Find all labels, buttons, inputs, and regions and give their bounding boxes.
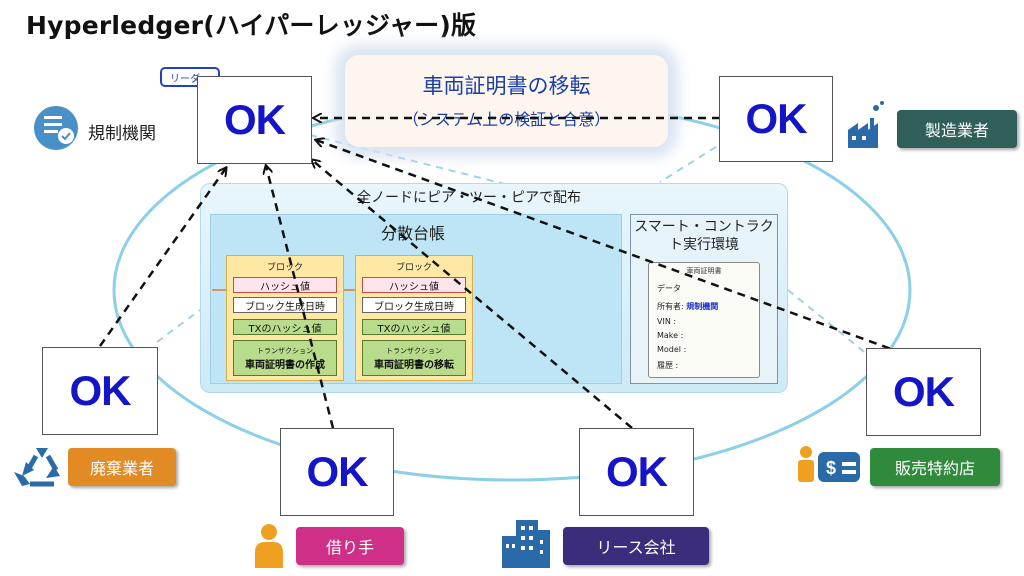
transaction-label: トランザクション <box>386 346 442 355</box>
dealer-label: 販売特約店 <box>870 448 1000 486</box>
smart-contract-title: スマート・コントラクト実行環境 <box>634 219 774 253</box>
checklist-icon <box>34 106 78 150</box>
block-hash: ハッシュ値 <box>362 277 466 293</box>
transaction-value: 車両証明書の作成 <box>245 359 325 371</box>
page-title: Hyperledger(ハイパーレッジャー)版 <box>26 11 477 40</box>
regulator-label: 規制機関 <box>88 124 156 144</box>
person-icon <box>255 524 283 568</box>
block-timestamp: ブロック生成日時 <box>362 297 466 313</box>
certificate-history: 履歴 : <box>657 361 679 370</box>
tx-hash: TXのハッシュ値 <box>233 319 337 335</box>
secondary-links <box>156 134 869 356</box>
ok-node-borrower: OK <box>280 428 394 516</box>
transaction-label: トランザクション <box>257 346 313 355</box>
panel-title: 全ノードにピア・ツー・ピアで配布 <box>357 190 581 206</box>
certificate-make: Make : <box>657 331 684 340</box>
callout-title: 車両証明書の移転 <box>422 74 591 98</box>
recycle-icon <box>14 448 60 487</box>
office-building-icon <box>502 520 550 568</box>
block-hash: ハッシュ値 <box>233 277 337 293</box>
certificate-model: Model : <box>657 345 687 354</box>
ledger-title: 分散台帳 <box>381 224 446 243</box>
ok-node-dealer: OK <box>866 348 981 436</box>
block-1: ブロック ハッシュ値 ブロック生成日時 TXのハッシュ値 トランザクション 車両… <box>226 255 344 381</box>
ok-node-scrapper: OK <box>42 347 158 435</box>
factory-icon <box>848 101 884 148</box>
transaction-value: 車両証明書の移転 <box>374 359 454 371</box>
block-title: ブロック <box>266 263 303 273</box>
manufacturer-label: 製造業者 <box>897 110 1017 148</box>
certificate-owner: 所有者: 規制機関 <box>657 301 718 312</box>
svg-text:$: $ <box>826 458 836 478</box>
scrapper-label: 廃棄業者 <box>68 448 176 486</box>
certificate-vin: VIN : <box>657 317 677 326</box>
certificate-title: 車両証明書 <box>686 267 722 275</box>
callout-subtitle: （システム上の検証と合意） <box>402 110 611 129</box>
ok-node-regulator: OK <box>197 76 312 164</box>
block-title: ブロック <box>395 263 432 273</box>
owner-label: 所有者: <box>657 302 684 311</box>
lease-label: リース会社 <box>563 527 709 565</box>
transaction: トランザクション 車両証明書の移転 <box>362 340 466 376</box>
ok-node-lease: OK <box>579 428 694 516</box>
ok-node-manufacturer: OK <box>719 76 833 162</box>
block-2: ブロック ハッシュ値 ブロック生成日時 TXのハッシュ値 トランザクション 車両… <box>355 255 473 381</box>
car-dealer-icon: $ <box>798 446 860 482</box>
certificate-data-label: データ <box>657 284 681 293</box>
transfer-callout: 車両証明書の移転 （システム上の検証と合意） <box>345 55 668 147</box>
borrower-label: 借り手 <box>296 527 404 565</box>
block-timestamp: ブロック生成日時 <box>233 297 337 313</box>
owner-value: 規制機関 <box>686 302 719 311</box>
tx-hash: TXのハッシュ値 <box>362 319 466 335</box>
transaction: トランザクション 車両証明書の作成 <box>233 340 337 376</box>
